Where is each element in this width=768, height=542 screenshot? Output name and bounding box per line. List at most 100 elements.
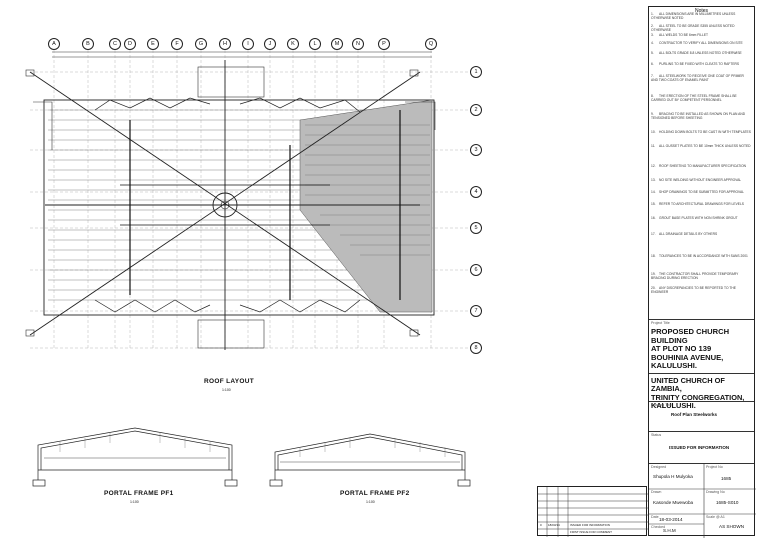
project-title-line: AT PLOT NO 139 [651,344,712,353]
note-item: 7.ALL STEELWORK TO RECEIVE ONE COAT OF P… [651,74,751,82]
project-title-line: PROPOSED CHURCH BUILDING [651,327,730,345]
note-text: ALL STEEL TO BE GRADE S355 UNLESS NOTED … [651,24,735,32]
signoff-grid [649,464,756,538]
note-item: 3. ALL WELDS TO BE 6mm FILLET [651,33,751,38]
grid-bubble: J [264,38,276,50]
portal-frame-pf1-label: PORTAL FRAME PF1 [104,490,174,497]
note-number: 16. [651,216,656,220]
client-cell: UNITED CHURCH OF ZAMBIA, TRINITY CONGREG… [649,373,754,410]
date-value: 18-03-2014 [659,517,683,522]
note-item: 4.CONTRACTOR TO VERIFY ALL DIMENSIONS ON… [651,41,751,46]
note-text: REFER TO ARCHITECTURAL DRAWINGS FOR LEVE… [659,202,745,206]
note-text: THE ERECTION OF THE STEEL FRAME SHALL BE… [651,94,737,102]
notes-title: Notes [694,8,709,14]
note-item: 6.PURLINS TO BE FIXED WITH CLEATS TO RAF… [651,62,751,67]
grid-bubble: 1 [470,66,482,78]
grid-bubble: 2 [470,104,482,116]
note-item: 1.ALL DIMENSIONS ARE IN MILLIMETRES UNLE… [651,12,751,20]
note-item: 12.ROOF SHEETING TO MANUFACTURER SPECIFI… [651,164,751,169]
grid-bubble: F [171,38,183,50]
grid-bubble: D [124,38,136,50]
note-number: 8. [651,94,654,98]
note-number: 20. [651,286,656,290]
note-item: 13.NO SITE WELDING WITHOUT ENGINEER APPR… [651,178,751,183]
portal-frame-pf2-label: PORTAL FRAME PF2 [340,490,410,497]
note-item: 5.ALL BOLTS GRADE 8.8 UNLESS NOTED OTHER… [651,51,751,56]
scale-value: AS SHOWN [719,524,745,529]
note-number: 11. [651,144,656,148]
drawn-by: Kasonde Mwewoba [653,500,694,505]
project-title-cell: Project Title PROPOSED CHURCH BUILDING A… [649,319,754,373]
note-item: 18.TOLERANCES TO BE IN ACCORDANCE WITH S… [651,254,751,259]
scale-caption: Scale @ A1 [706,515,725,519]
grid-bubble: 3 [470,144,482,156]
note-item: 8.THE ERECTION OF THE STEEL FRAME SHALL … [651,94,751,102]
note-text: ALL DIMENSIONS ARE IN MILLIMETRES UNLESS… [651,12,736,20]
status-text: ISSUED FOR INFORMATION [669,445,730,450]
note-item: 10.HOLDING DOWN BOLTS TO BE CAST IN WITH… [651,130,751,135]
drawing-title-caption: Drawing Title [651,403,672,407]
note-number: 17. [651,232,656,236]
note-text: PURLINS TO BE FIXED WITH CLEATS TO RAFTE… [659,62,740,66]
note-number: 9. [651,112,654,116]
note-number: 19. [651,272,656,276]
portal-frame-pf1-scale: 1:100 [130,500,139,504]
status-caption: Status [651,433,662,437]
note-text: SHOP DRAWINGS TO BE SUBMITTED FOR APPROV… [659,190,745,194]
note-text: ALL DRAINAGE DETAILS BY OTHERS [659,232,718,236]
note-item: 11.ALL GUSSET PLATES TO BE 10mm THICK UN… [651,144,751,149]
revision-table: 0 18/03/14 ISSUED FOR INFORMATION FIRST … [537,486,648,537]
grid-bubble: H [219,38,231,50]
note-item: 19.THE CONTRACTOR SHALL PROVIDE TEMPORAR… [651,272,751,280]
note-text: ALL WELDS TO BE 6mm FILLET [659,33,709,37]
drawing-no-caption: Drawing No [706,490,725,494]
grid-bubble: C [109,38,121,50]
note-item: 14.SHOP DRAWINGS TO BE SUBMITTED FOR APP… [651,190,751,195]
note-item: 2.ALL STEEL TO BE GRADE S355 UNLESS NOTE… [651,24,751,32]
roof-layout-scale: 1:100 [222,388,231,392]
note-number: 3. [651,33,654,37]
grid-bubble: A [48,38,60,50]
grid-bubble: 6 [470,264,482,276]
grid-bubble: I [242,38,254,50]
signoff-cell: Designed Shupola H Mulyoka Project No 16… [649,463,756,538]
note-item: 20.ANY DISCREPANCIES TO BE REPORTED TO T… [651,286,751,294]
grid-bubble: 7 [470,305,482,317]
note-text: ALL STEELWORK TO RECEIVE ONE COAT OF PRI… [651,74,744,82]
date-caption: Date [651,515,659,519]
note-number: 15. [651,202,656,206]
drawing-title-cell: Drawing Title Roof Plan Steelworks [649,401,754,431]
project-title-line: BOUHINIA AVENUE, KALULUSHI. [651,352,724,370]
note-text: ALL BOLTS GRADE 8.8 UNLESS NOTED OTHERWI… [659,51,742,55]
note-text: GROUT BASE PLATES WITH NON SHRINK GROUT [659,216,738,220]
drawing-canvas [25,50,472,487]
grid-bubble: 5 [470,222,482,234]
grid-bubble: M [331,38,343,50]
grid-bubble: G [195,38,207,50]
note-number: 14. [651,190,656,194]
note-number: 18. [651,254,656,258]
note-text: ROOF SHEETING TO MANUFACTURER SPECIFICAT… [659,164,747,168]
note-text: THE CONTRACTOR SHALL PROVIDE TEMPORARY B… [651,272,739,280]
note-text: ALL GUSSET PLATES TO BE 10mm THICK UNLES… [659,144,751,148]
grid-bubble: B [82,38,94,50]
roof-layout-label: ROOF LAYOUT [204,378,255,385]
designed-caption: Designed [651,465,667,469]
grid-bubble: E [147,38,159,50]
checked-caption: Checked [651,525,666,529]
project-no: 1685 [721,476,732,481]
designed-by: Shupola H Mulyoka [653,474,693,479]
note-number: 12. [651,164,656,168]
rev-description: FIRST ISSUE FOR COMMENT [570,530,612,534]
client-line: TRINITY CONGREGATION, [651,392,745,402]
note-number: 7. [651,74,654,78]
rev-date: 18/03/14 [548,523,560,527]
checked-by: S.H.M [663,528,676,533]
grid-bubble: K [287,38,299,50]
grid-bubble: 8 [470,342,482,354]
client-line: KALULUSHI. [651,400,696,410]
project-no-caption: Project No [706,465,723,469]
rev-number: 0 [540,523,542,527]
drawing-no: 1685-S010 [716,500,739,505]
note-number: 13. [651,178,656,182]
